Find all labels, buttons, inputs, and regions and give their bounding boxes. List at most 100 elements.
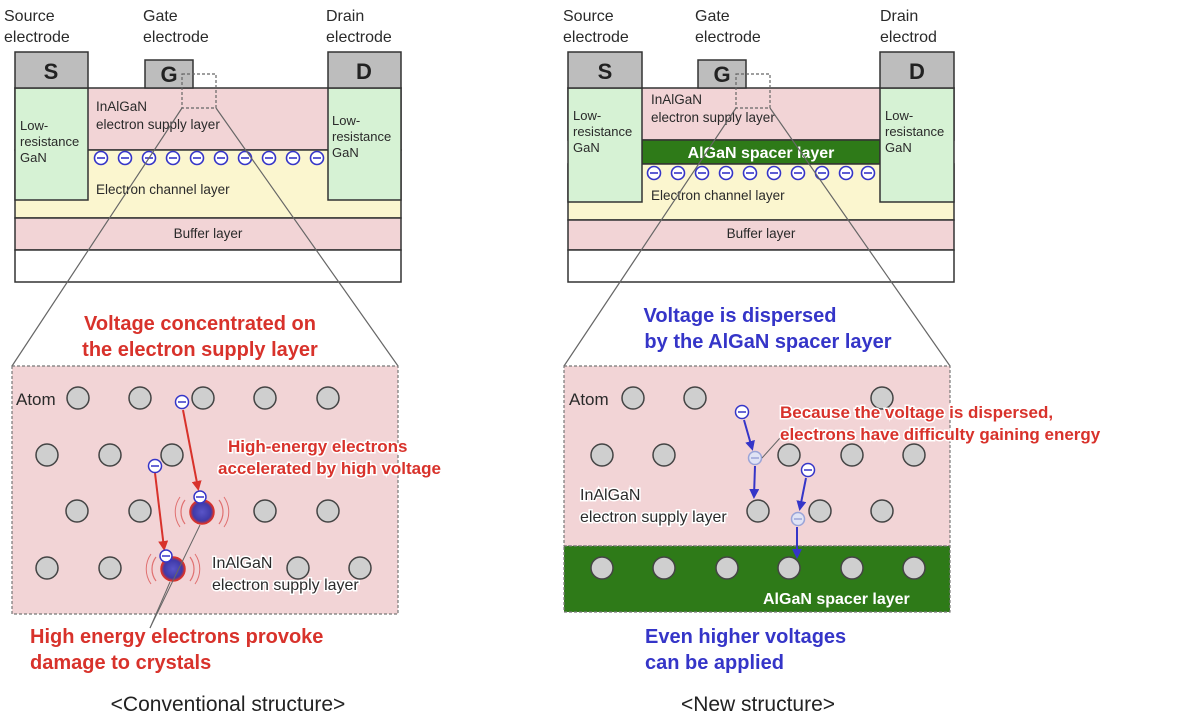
right-electron-row: [646, 165, 876, 181]
left-caption: <Conventional structure>: [111, 693, 346, 716]
right-headline-1: Voltage is dispersed: [643, 305, 836, 327]
right-gate-electrode: [697, 59, 747, 89]
left-channel-text: Electron channel layer: [96, 182, 230, 197]
right-higher-text-1: Even higher voltages: [645, 626, 846, 648]
right-atoms: [590, 386, 926, 580]
right-zoom-marker: [735, 73, 771, 109]
right-lowres-text-3: GaN: [573, 140, 600, 155]
left-zoom-line-b: [215, 107, 399, 367]
left-zoom-panel: Atom High-energy electrons acce: [11, 365, 442, 629]
right-lowres-drain: [879, 87, 955, 203]
right-dispersed-text-2: electrons have difficulty gaining energy: [780, 425, 1101, 444]
left-lowres-drain-text-2: resistance: [332, 129, 391, 144]
right-spacer-text: AlGaN spacer layer: [688, 145, 835, 162]
left-damage-text-2: damage to crystals: [30, 652, 211, 674]
left-atoms: [35, 386, 372, 580]
left-hot-atom-2: [145, 553, 201, 585]
left-drain-letter: D: [356, 59, 372, 84]
left-headline-2: the electron supply layer: [82, 339, 318, 361]
right-zoom-line-b: [769, 107, 951, 367]
right-dispersed-text-1: Because the voltage is dispersed,: [780, 403, 1053, 422]
left-zoom-supply-text-2: electron supply layer: [212, 577, 359, 594]
right-supply-text-2: electron supply layer: [651, 110, 775, 125]
left-hot-atom-1: [174, 496, 230, 528]
left-damage-text-1: High energy electrons provoke: [30, 626, 323, 648]
right-zoom-line-a: [563, 107, 737, 367]
left-supply-text-2: electron supply layer: [96, 117, 220, 132]
left-pointer-1: [149, 524, 201, 629]
left-headline-1: Voltage concentrated on: [84, 313, 316, 335]
right-drain-electrode: [879, 51, 955, 89]
left-lowres-drain-text-3: GaN: [332, 145, 359, 160]
right-drain-label-2: electrod: [880, 29, 937, 46]
right-caption: <New structure>: [681, 693, 835, 716]
left-device: Source electrode Gate electrode Drain el…: [4, 8, 402, 367]
right-lowres-text-2: resistance: [573, 124, 632, 139]
right-arrow-3: [796, 477, 807, 511]
right-device: Source electrode Gate electrode Drain el…: [563, 8, 955, 367]
left-zoom-electron-signs: [151, 401, 204, 557]
right-gate-label-2: electrode: [695, 29, 761, 46]
right-source-label-1: Source: [563, 8, 614, 25]
right-lowres-drain-text-2: resistance: [885, 124, 944, 139]
right-buffer-text: Buffer layer: [727, 226, 796, 241]
right-drain-letter: D: [909, 59, 925, 84]
right-zoom-spacer-text: AlGaN spacer layer: [763, 591, 910, 608]
right-pointer: [761, 437, 781, 459]
right-source-label-2: electrode: [563, 29, 629, 46]
right-arrow-1: [743, 419, 755, 451]
left-arrow-1: [182, 409, 202, 491]
right-gate-label-1: Gate: [695, 8, 730, 25]
right-headline-2: by the AlGaN spacer layer: [644, 331, 891, 353]
left-accel-text-1: High-energy electrons: [228, 437, 408, 456]
left-zoom-supply-text-1: InAlGaN: [212, 555, 272, 572]
right-zoom-spacer: [563, 545, 951, 613]
left-source-letter: S: [44, 59, 59, 84]
left-source-label-1: Source: [4, 8, 55, 25]
left-source-electrode: [14, 51, 89, 89]
right-supply-text-1: InAlGaN: [651, 92, 702, 107]
left-gate-letter: G: [160, 62, 177, 87]
left-gate-label-2: electrode: [143, 29, 209, 46]
left-lowres-text-1: Low-: [20, 118, 48, 133]
right-gate-letter: G: [713, 62, 730, 87]
right-zoom-electron-signs-faded: [751, 457, 802, 520]
right-zoom-electron-signs: [738, 411, 812, 471]
left-arrow-2: [154, 472, 169, 551]
left-zoom-marker: [181, 73, 217, 109]
right-zoom-supply-text-2: electron supply layer: [580, 509, 727, 526]
left-pointer-2: [149, 581, 171, 629]
left-drain-label-2: electrode: [326, 29, 392, 46]
left-gate-label-1: Gate: [143, 8, 178, 25]
right-zoom-electrons-faded: [747, 450, 806, 527]
right-spacer-layer: [641, 139, 881, 165]
left-lowres-source: [14, 87, 89, 201]
right-lowres-source: [567, 87, 643, 203]
left-zoom-line-a: [11, 107, 183, 367]
left-substrate: [14, 249, 402, 283]
right-lowres-drain-text-1: Low-: [885, 108, 913, 123]
left-lowres-drain: [327, 87, 402, 201]
left-lowres-text-3: GaN: [20, 150, 47, 165]
right-lowres-drain-text-3: GaN: [885, 140, 912, 155]
left-atom-label: Atom: [16, 390, 56, 409]
right-lowres-text-1: Low-: [573, 108, 601, 123]
left-accel-text-2: accelerated by high voltage: [218, 459, 441, 478]
right-source-letter: S: [598, 59, 613, 84]
right-source-electrode: [567, 51, 643, 89]
left-supply-text-1: InAlGaN: [96, 99, 147, 114]
left-lowres-drain-text-1: Low-: [332, 113, 360, 128]
left-drain-label-1: Drain: [326, 8, 364, 25]
right-buffer-layer: [567, 219, 955, 251]
left-source-label-2: electrode: [4, 29, 70, 46]
right-substrate: [567, 249, 955, 283]
right-higher-text-2: can be applied: [645, 652, 784, 674]
right-drain-label-1: Drain: [880, 8, 918, 25]
right-zoom-electrons: [734, 404, 816, 478]
right-zoom-supply-text-1: InAlGaN: [580, 487, 640, 504]
right-atom-label: Atom: [569, 390, 609, 409]
left-lowres-text-2: resistance: [20, 134, 79, 149]
right-channel-text: Electron channel layer: [651, 188, 785, 203]
right-zoom-panel: Atom Because the voltage is dispersed, e…: [563, 365, 1102, 613]
